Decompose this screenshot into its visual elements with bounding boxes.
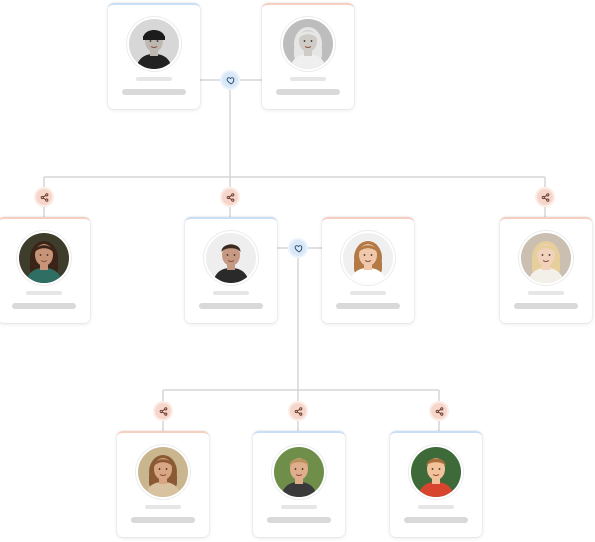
- portrait-photo: [129, 19, 179, 69]
- name-placeholder: [418, 505, 454, 509]
- name-placeholder: [136, 77, 172, 81]
- child-link-badge[interactable]: [290, 403, 306, 419]
- person-card-child-son[interactable]: [390, 431, 482, 537]
- details-placeholder: [199, 303, 263, 309]
- child-link-badge[interactable]: [36, 189, 52, 205]
- details-placeholder: [514, 303, 578, 309]
- person-card-aunt[interactable]: [0, 217, 90, 323]
- person-card-right-sibling[interactable]: [500, 217, 592, 323]
- details-placeholder: [336, 303, 400, 309]
- share-icon: [40, 192, 48, 202]
- avatar: [283, 19, 333, 69]
- share-icon: [294, 406, 302, 416]
- portrait-photo: [138, 447, 188, 497]
- portrait-photo: [283, 19, 333, 69]
- share-icon: [541, 192, 549, 202]
- name-placeholder: [281, 505, 317, 509]
- details-placeholder: [404, 517, 468, 523]
- person-card-daughter[interactable]: [117, 431, 209, 537]
- avatar: [138, 447, 188, 497]
- person-card-father[interactable]: [185, 217, 277, 323]
- share-icon: [159, 406, 167, 416]
- person-card-grandma[interactable]: [262, 3, 354, 109]
- share-icon: [435, 406, 443, 416]
- portrait-photo: [206, 233, 256, 283]
- name-placeholder: [26, 291, 62, 295]
- avatar: [206, 233, 256, 283]
- avatar: [19, 233, 69, 283]
- portrait-photo: [19, 233, 69, 283]
- avatar: [521, 233, 571, 283]
- avatar: [274, 447, 324, 497]
- child-link-badge[interactable]: [222, 189, 238, 205]
- portrait-photo: [274, 447, 324, 497]
- person-card-teen-son[interactable]: [253, 431, 345, 537]
- person-card-grandpa[interactable]: [108, 3, 200, 109]
- couple-link-badge[interactable]: [222, 72, 238, 88]
- avatar: [129, 19, 179, 69]
- child-link-badge[interactable]: [431, 403, 447, 419]
- child-link-badge[interactable]: [537, 189, 553, 205]
- share-icon: [226, 192, 234, 202]
- details-placeholder: [122, 89, 186, 95]
- child-link-badge[interactable]: [155, 403, 171, 419]
- name-placeholder: [350, 291, 386, 295]
- details-placeholder: [267, 517, 331, 523]
- details-placeholder: [276, 89, 340, 95]
- name-placeholder: [528, 291, 564, 295]
- avatar: [343, 233, 393, 283]
- portrait-photo: [343, 233, 393, 283]
- name-placeholder: [145, 505, 181, 509]
- name-placeholder: [213, 291, 249, 295]
- details-placeholder: [131, 517, 195, 523]
- person-card-mother[interactable]: [322, 217, 414, 323]
- portrait-photo: [521, 233, 571, 283]
- heart-icon: [294, 244, 302, 252]
- portrait-photo: [411, 447, 461, 497]
- name-placeholder: [290, 77, 326, 81]
- details-placeholder: [12, 303, 76, 309]
- heart-icon: [226, 76, 234, 84]
- couple-link-badge[interactable]: [290, 240, 306, 256]
- avatar: [411, 447, 461, 497]
